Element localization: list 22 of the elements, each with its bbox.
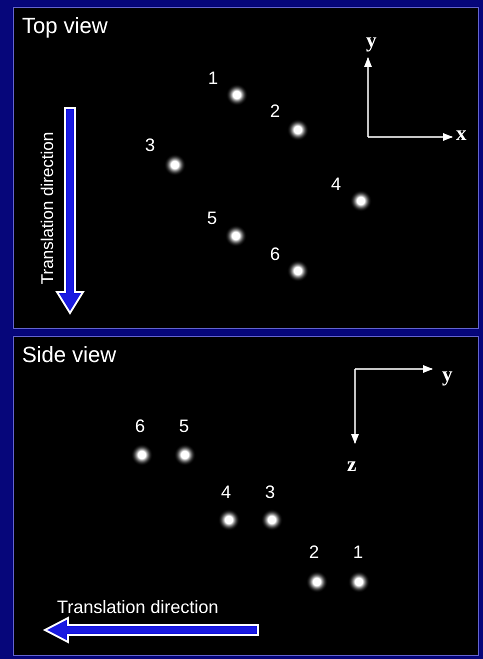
- bead-number: 5: [207, 208, 218, 229]
- bead-number: 5: [179, 416, 190, 437]
- bead-number: 2: [309, 542, 320, 563]
- bead-number: 4: [331, 174, 342, 195]
- bead-number: 3: [145, 135, 156, 156]
- bead-number: 6: [135, 416, 146, 437]
- bead-number: 4: [221, 482, 232, 503]
- axis-label: y: [442, 362, 452, 387]
- axis-label: z: [347, 452, 356, 477]
- bead-number: 1: [208, 68, 218, 89]
- axis-label: y: [366, 28, 376, 53]
- direction-label: Translation direction: [57, 597, 218, 618]
- view-panel: [13, 7, 479, 329]
- panel-heading: Top view: [22, 13, 108, 39]
- direction-label: Translation direction: [38, 132, 58, 284]
- bead-number: 6: [270, 244, 280, 265]
- bead-number: 2: [270, 101, 280, 122]
- panel-heading: Side view: [22, 342, 116, 368]
- bead-number: 1: [353, 542, 364, 563]
- view-panel: [13, 336, 479, 656]
- axis-label: x: [456, 121, 466, 146]
- bead-number: 3: [265, 482, 276, 503]
